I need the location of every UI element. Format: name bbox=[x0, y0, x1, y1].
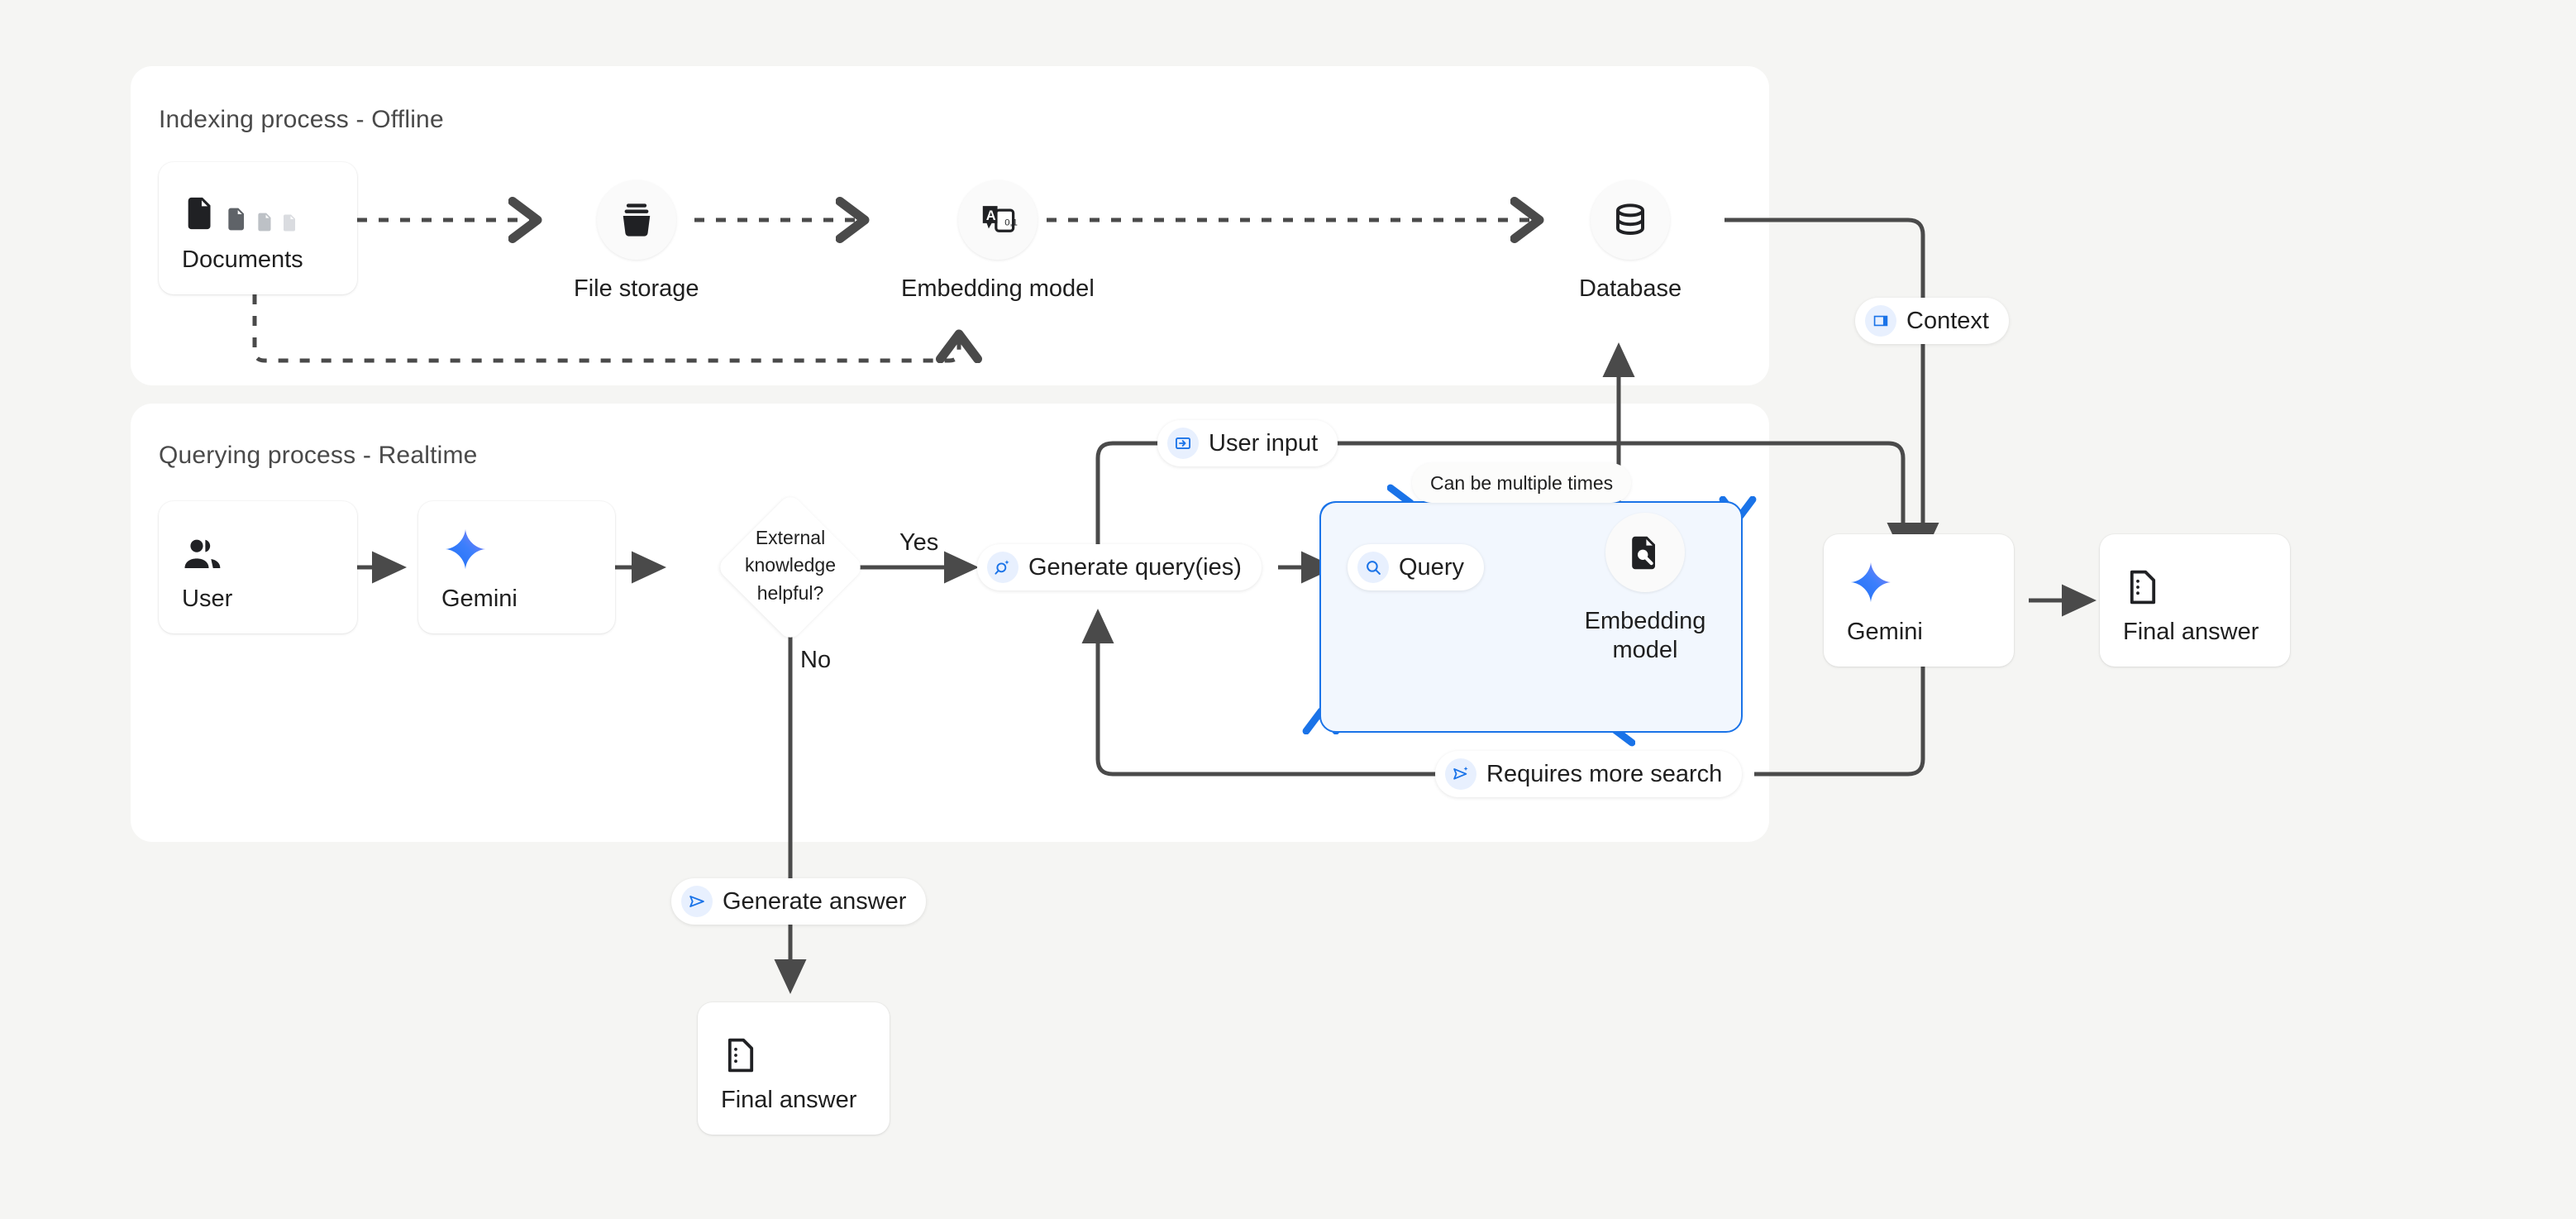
node-final-answer-right[interactable]: Final answer bbox=[2100, 534, 2290, 667]
node-gemini-left-label: Gemini bbox=[441, 585, 518, 612]
node-decision[interactable]: External knowledge helpful? bbox=[715, 492, 866, 643]
database-icon bbox=[1591, 180, 1671, 260]
user-group-icon bbox=[182, 523, 357, 574]
node-final-answer-bottom[interactable]: Final answer bbox=[698, 1002, 890, 1135]
node-embedding-model-indexing-label: Embedding model bbox=[901, 275, 1095, 302]
send-sparkle-icon bbox=[1445, 758, 1476, 790]
svg-text:A: A bbox=[986, 208, 996, 223]
querying-panel-title: Querying process - Realtime bbox=[159, 442, 478, 469]
final-answer-icon bbox=[721, 1024, 890, 1075]
node-gemini-right[interactable]: Gemini bbox=[1824, 534, 2014, 667]
loop-note: Can be multiple times bbox=[1412, 463, 1632, 503]
article-icon bbox=[1865, 305, 1896, 337]
svg-text:0,1: 0,1 bbox=[1004, 218, 1018, 228]
chip-context[interactable]: Context bbox=[1855, 298, 2009, 344]
loop-note-label: Can be multiple times bbox=[1430, 471, 1614, 494]
gemini-spark-icon bbox=[441, 523, 615, 574]
edge-label-yes: Yes bbox=[899, 529, 939, 556]
search-sparkle-icon bbox=[987, 552, 1018, 583]
chip-query-label: Query bbox=[1399, 553, 1464, 581]
chip-user-input-label: User input bbox=[1209, 429, 1319, 457]
node-decision-label: External knowledge helpful? bbox=[745, 527, 836, 604]
send-icon bbox=[681, 886, 713, 917]
chip-generate-answer-label: Generate answer bbox=[723, 887, 907, 915]
node-embedding-model-indexing[interactable]: 0,1 A Embedding model bbox=[901, 180, 1095, 304]
node-gemini-right-label: Gemini bbox=[1847, 618, 1923, 645]
node-user[interactable]: User bbox=[159, 501, 357, 633]
chip-query[interactable]: Query bbox=[1348, 544, 1484, 590]
chip-context-label: Context bbox=[1906, 307, 1989, 334]
node-file-storage-label: File storage bbox=[574, 275, 699, 302]
search-icon bbox=[1357, 552, 1389, 583]
input-arrow-icon bbox=[1167, 428, 1199, 459]
embedding-model-icon: 0,1 A bbox=[957, 180, 1038, 260]
node-file-storage[interactable]: File storage bbox=[574, 180, 699, 304]
node-gemini-left[interactable]: Gemini bbox=[418, 501, 615, 633]
file-storage-icon bbox=[596, 180, 676, 260]
gemini-spark-icon bbox=[1847, 556, 2014, 607]
node-user-label: User bbox=[182, 585, 233, 612]
node-documents[interactable]: Documents bbox=[159, 162, 357, 294]
node-final-answer-right-label: Final answer bbox=[2123, 618, 2259, 645]
retrieval-loop-box bbox=[1319, 501, 1743, 733]
chip-generate-answer[interactable]: Generate answer bbox=[671, 878, 927, 925]
documents-icon bbox=[182, 184, 357, 235]
chip-generate-queries-label: Generate query(ies) bbox=[1028, 553, 1242, 581]
node-embedding-model-query[interactable]: Embedding model bbox=[1579, 513, 1711, 665]
node-database[interactable]: Database bbox=[1579, 180, 1682, 304]
final-answer-icon bbox=[2123, 556, 2290, 607]
node-final-answer-bottom-label: Final answer bbox=[721, 1086, 857, 1113]
doc-search-icon bbox=[1605, 513, 1685, 592]
chip-requires-more-search[interactable]: Requires more search bbox=[1435, 751, 1743, 797]
chip-generate-queries[interactable]: Generate query(ies) bbox=[977, 544, 1262, 590]
node-database-label: Database bbox=[1579, 275, 1682, 302]
chip-user-input[interactable]: User input bbox=[1157, 420, 1338, 466]
indexing-panel-title: Indexing process - Offline bbox=[159, 106, 444, 133]
chip-requires-more-search-label: Requires more search bbox=[1486, 760, 1723, 787]
edge-label-no: No bbox=[800, 647, 832, 673]
node-documents-label: Documents bbox=[182, 246, 303, 273]
node-embedding-model-query-label: Embedding model bbox=[1584, 608, 1706, 663]
